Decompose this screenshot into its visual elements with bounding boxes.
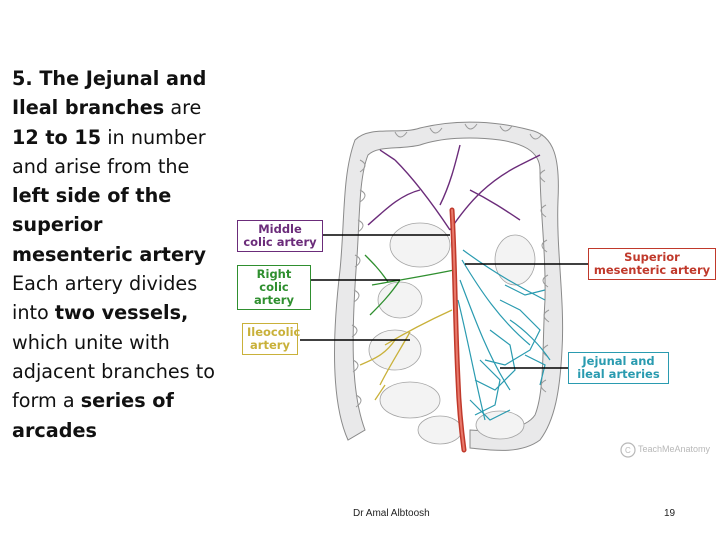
text-run: which unite with adjacent branches to fo… [12,330,216,413]
teachmeanatomy-logo: C [620,442,636,458]
svg-text:C: C [625,446,631,455]
page-number: 19 [664,508,676,519]
text-run: in number and arise from the [12,125,206,178]
text-run: Each artery divides into [12,272,198,325]
watermark-text: TeachMeAnatomy [638,444,711,454]
right-colic-artery [364,254,455,316]
text-run: two vessels, [54,301,189,325]
text-run: 5. The Jejunal and Ileal branches [12,67,207,120]
middle-colic-artery [367,144,541,231]
text-run: left side of the superior mesenteric art… [12,184,206,266]
ileocolic-artery [359,309,453,401]
text-run: series of arcades [12,389,174,442]
mesenteric-artery-illustration: C [300,121,636,458]
label-middle-colic-artery: Middle colic artery [237,220,323,252]
label-jejunal-ileal-arteries: Jejunal and ileal arteries [568,352,669,384]
text-run: 12 to 15 [12,125,102,149]
body-paragraph: 5. The Jejunal and Ileal branches are 12… [12,64,217,445]
label-superior-mesenteric-artery: Superior mesenteric artery [588,248,716,280]
large-intestine [334,121,564,451]
jejunal-ileal-arteries [454,249,551,431]
label-right-colic-artery: Right colic artery [237,265,311,310]
label-ileocolic-artery: Ileocolic artery [242,323,300,355]
text-run: are [164,96,202,120]
leader-lines [300,234,588,369]
footer-author: Dr Amal Albtoosh [353,508,430,519]
